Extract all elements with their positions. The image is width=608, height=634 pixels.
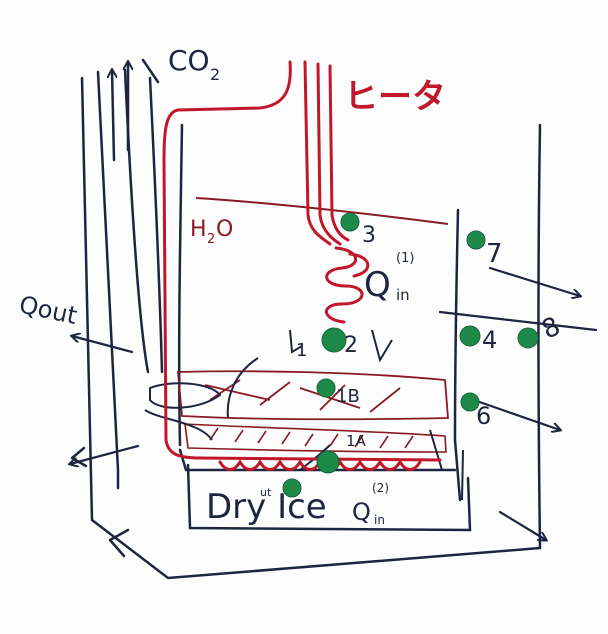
sensor-markers <box>282 212 539 498</box>
label-heater: ヒータ <box>344 77 446 117</box>
label-qin2: Q (2) in <box>352 481 389 527</box>
layer-1a <box>184 423 447 453</box>
water-surface-line <box>195 197 449 225</box>
svg-text:Q: Q <box>352 498 371 526</box>
ice-sketch-strokes <box>144 329 464 501</box>
sensor-label-3: 3 <box>362 223 376 248</box>
svg-text:in: in <box>396 286 410 304</box>
sensor-label-2: 2 <box>344 333 358 358</box>
label-layer-1b: 1B <box>336 386 360 407</box>
green-dot-icon <box>321 327 347 353</box>
svg-text:(2): (2) <box>372 481 389 495</box>
sensor-label-1: 1 <box>296 340 307 361</box>
svg-text:in: in <box>374 513 385 527</box>
svg-text:2: 2 <box>210 65 220 84</box>
sensor-label-4: 4 <box>482 326 497 354</box>
sensor-label-8: 8 <box>537 311 565 345</box>
svg-text:CO: CO <box>168 44 210 77</box>
green-dot-icon <box>340 212 360 232</box>
layer-1b <box>177 370 449 421</box>
green-dot-icon <box>466 230 486 250</box>
label-co2: CO 2 <box>168 44 220 84</box>
svg-text:H: H <box>190 217 207 242</box>
label-water: H 2 O <box>190 217 233 247</box>
outer-container <box>80 58 542 580</box>
svg-text:2: 2 <box>207 232 215 247</box>
svg-text:Q: Q <box>364 265 391 305</box>
svg-text:ut: ut <box>260 486 272 499</box>
green-dot-icon <box>460 392 480 412</box>
label-qin1: Q (1) in <box>364 251 414 305</box>
heat-flow-arrows <box>70 266 598 540</box>
svg-text:Dry Ice: Dry Ice <box>206 487 327 527</box>
sensor-label-7: 7 <box>486 239 503 269</box>
green-dot-icon <box>459 325 481 347</box>
label-dry-ice: Dry Ice ut <box>206 486 327 527</box>
label-qout: Qout <box>17 290 80 329</box>
green-dot-icon <box>517 327 539 349</box>
green-dot-icon <box>316 378 336 398</box>
green-dot-icon <box>282 478 302 498</box>
svg-text:O: O <box>216 217 233 242</box>
sensor-label-6: 6 <box>476 402 491 430</box>
svg-text:(1): (1) <box>396 251 414 266</box>
green-dot-icon <box>316 450 340 474</box>
label-layer-1a: 1A <box>346 432 367 450</box>
